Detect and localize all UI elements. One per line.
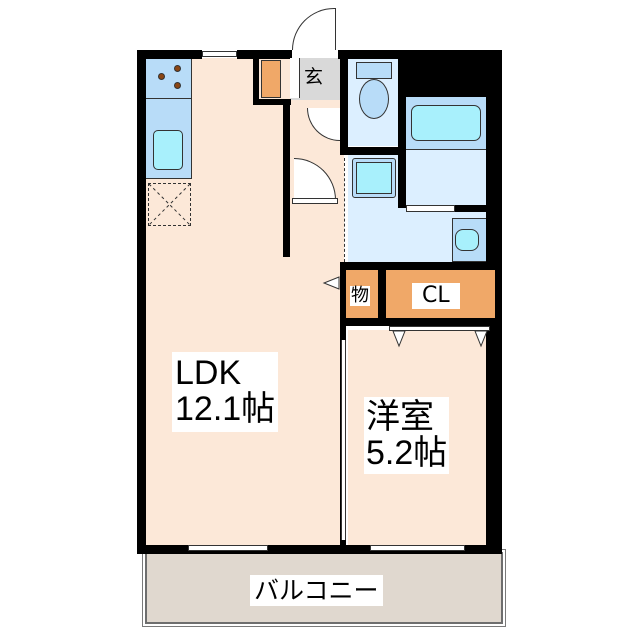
- balcony-floor[interactable]: [143, 550, 505, 626]
- wall-toilet-bottom: [340, 147, 406, 155]
- wall-bath-bottom: [455, 205, 488, 212]
- wall-top-mid: [237, 50, 292, 59]
- western-room-name: 洋室: [366, 398, 434, 436]
- window-top[interactable]: [202, 51, 237, 57]
- ldk-name: LDK: [175, 354, 242, 392]
- window-western[interactable]: [370, 545, 465, 551]
- sink-icon: [153, 130, 183, 170]
- ldk-label: LDK 12.1帖: [172, 352, 279, 432]
- fridge-space: [148, 183, 191, 226]
- burner-icon: [174, 82, 181, 89]
- wall-hall-right: [340, 58, 348, 154]
- bathtub: [406, 97, 486, 150]
- entrance-label: 玄: [304, 66, 324, 88]
- closet-label: CL: [412, 283, 460, 309]
- door-arrow-icon: [322, 276, 340, 290]
- wall-hall-left: [283, 99, 290, 257]
- entrance-door[interactable]: [292, 8, 336, 50]
- toilet-bowl: [359, 79, 389, 119]
- wall-entrance-storage-bottom: [253, 99, 291, 105]
- sliding-door[interactable]: [341, 340, 346, 540]
- burner-icon: [158, 73, 165, 80]
- wall-bottom: [137, 545, 502, 554]
- wall-top-left: [137, 50, 202, 59]
- western-room-label: 洋室 5.2帖: [364, 397, 450, 474]
- western-room-size: 5.2帖: [366, 434, 448, 472]
- wall-right-block: [398, 50, 502, 97]
- washbasin: [352, 158, 396, 198]
- wall-storage-divider: [378, 268, 386, 318]
- ldk-size: 12.1帖: [175, 390, 276, 428]
- door-threshold: [292, 198, 338, 204]
- toilet-tank: [356, 62, 392, 79]
- stove: [146, 59, 192, 99]
- closet-doors[interactable]: [389, 326, 490, 331]
- shoe-storage: [261, 60, 281, 98]
- door-arrow-icon: [392, 330, 406, 348]
- kitchen-counter: [146, 99, 192, 179]
- entrance-step: [290, 58, 300, 98]
- tub-basin: [411, 105, 481, 141]
- washing-machine: [452, 218, 486, 262]
- wall-bath-left: [398, 58, 406, 208]
- door-arrow-icon: [474, 330, 488, 348]
- bath-door-threshold[interactable]: [406, 205, 455, 212]
- wall-left: [137, 50, 146, 553]
- wall-wet-bottom: [340, 262, 495, 270]
- washroom-door[interactable]: [344, 158, 348, 262]
- balcony-label: バルコニー: [250, 575, 383, 606]
- wm-drum: [455, 229, 479, 251]
- burner-icon: [174, 65, 181, 72]
- wall-entrance-storage: [253, 58, 259, 104]
- cross-icon: [149, 184, 190, 225]
- basin-bowl: [356, 162, 392, 194]
- wall-closet-bottom: [340, 318, 495, 326]
- storage-label: 物: [350, 285, 370, 306]
- window-ldk[interactable]: [188, 545, 268, 551]
